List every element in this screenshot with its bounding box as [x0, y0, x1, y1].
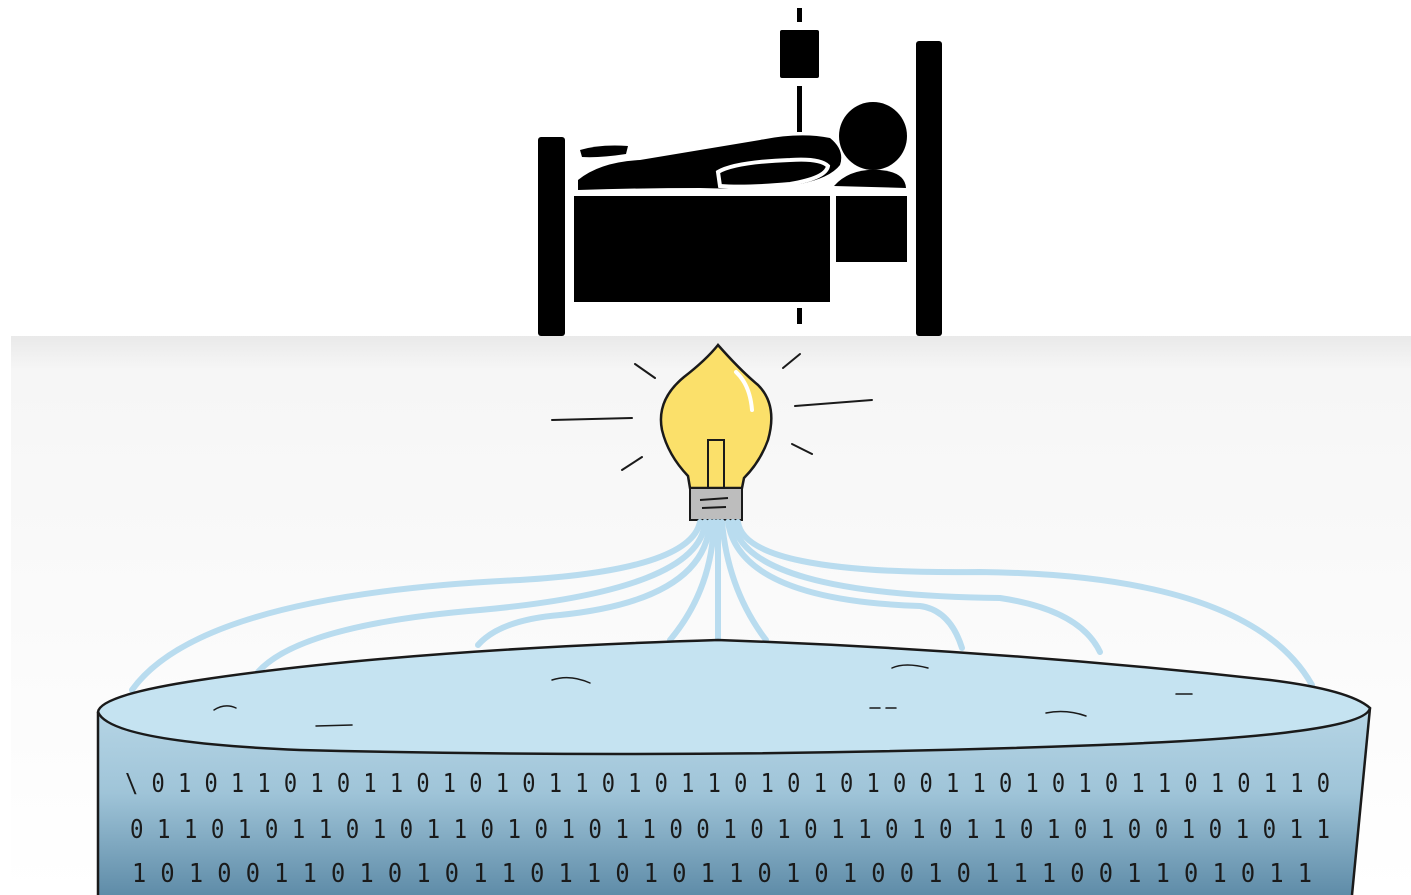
hospital-bed-icon	[538, 8, 942, 336]
binary-row-1: \ 0 1 0 1 1 0 1 0 1 1 0 1 0 1 0 1 1 0 1 …	[125, 769, 1330, 799]
data-lake: \ 0 1 0 1 1 0 1 0 1 1 0 1 0 1 0 1 1 0 1 …	[98, 640, 1370, 895]
binary-data: \ 0 1 0 1 1 0 1 0 1 1 0 1 0 1 0 1 1 0 1 …	[125, 769, 1330, 889]
binary-row-2: 0 1 1 0 1 0 1 1 0 1 0 1 1 0 1 0 1 0 1 1 …	[130, 815, 1330, 845]
binary-row-3: 1 0 1 0 0 1 1 0 1 0 1 0 1 1 0 1 1 0 1 0 …	[132, 859, 1312, 889]
